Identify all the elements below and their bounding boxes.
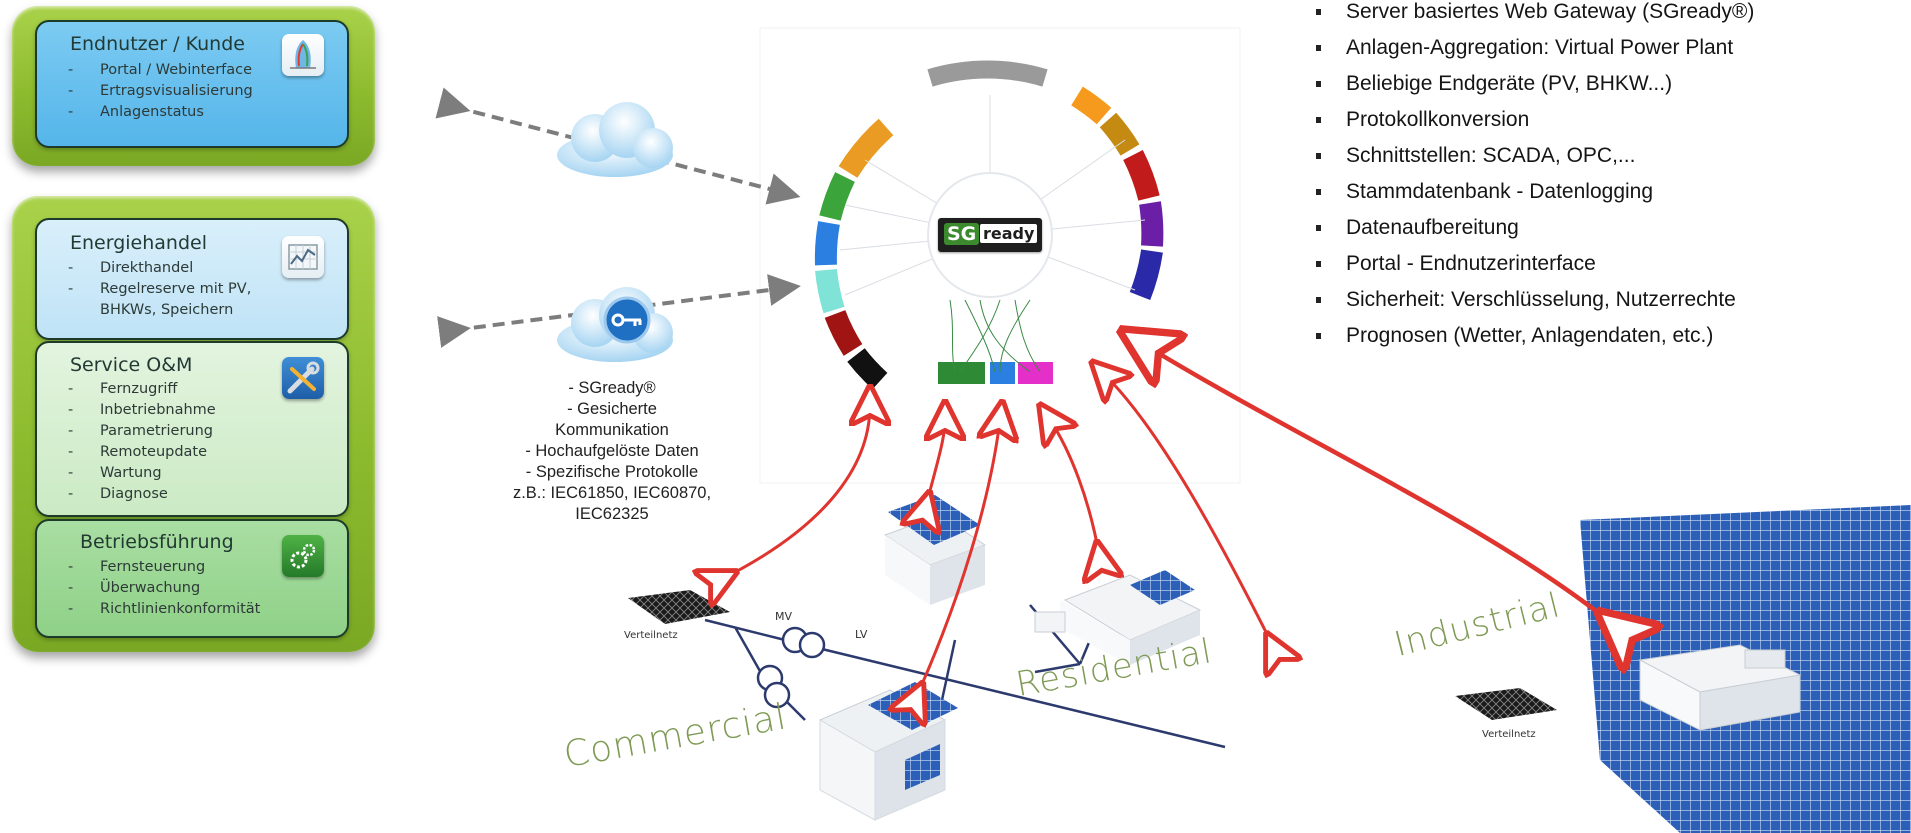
industrial-plant-icon (1580, 505, 1911, 833)
energiehandel-panel: Energiehandel Direkthandel Regelreserve … (35, 218, 349, 340)
verteilnetz-right-icon (1455, 688, 1557, 720)
betrieb-title: Betriebsführung (80, 531, 234, 553)
gears-icon (282, 535, 324, 577)
betrieb-panel: Betriebsführung Fernsteuerung Überwachun… (35, 519, 349, 638)
comm-line: - Gesicherte (567, 400, 657, 418)
communication-features: - SGready® - Gesicherte Kommunikation - … (512, 378, 712, 525)
dashed-arrow-bottom (437, 274, 801, 348)
list-item: Ertragsvisualisierung (62, 81, 253, 102)
comm-line: Kommunikation (555, 421, 669, 439)
feature-item: Protokollkonversion (1312, 102, 1754, 138)
cloud-icon (557, 102, 673, 177)
service-list: Fernzugriff Inbetriebnahme Parametrierun… (62, 379, 216, 505)
service-title: Service O&M (70, 354, 193, 376)
transformer-mv-lv (781, 626, 826, 659)
feature-item: Schnittstellen: SCADA, OPC,... (1312, 138, 1754, 174)
feature-item: Portal - Endnutzerinterface (1312, 246, 1754, 282)
verteilnetz-right-label: Verteilnetz (1482, 729, 1536, 740)
list-item: Parametrierung (62, 421, 216, 442)
comm-line: - Hochaufgelöste Daten (525, 442, 699, 460)
endnutzer-panel: Endnutzer / Kunde Portal / Webinterface … (35, 20, 349, 148)
list-item: Regelreserve mit PV, BHKWs, Speichern (62, 279, 292, 321)
comm-line: - Spezifische Protokolle (525, 463, 699, 481)
feature-item: Server basiertes Web Gateway (SGready®) (1312, 0, 1754, 30)
verteilnetz-left-label: Verteilnetz (624, 630, 678, 641)
lv-label: LV (855, 628, 868, 641)
feature-item: Datenaufbereitung (1312, 210, 1754, 246)
sgready-logo: SG ready (938, 218, 1042, 252)
list-item: Wartung (62, 463, 216, 484)
feature-item: Sicherheit: Verschlüsselung, Nutzerrecht… (1312, 282, 1754, 318)
comm-line: - SGready® (568, 379, 656, 397)
list-item: Diagnose (62, 484, 216, 505)
energiehandel-title: Energiehandel (70, 232, 207, 254)
feature-item: Prognosen (Wetter, Anlagendaten, etc.) (1312, 318, 1754, 354)
list-item: Fernsteuerung (62, 557, 260, 578)
endnutzer-list: Portal / Webinterface Ertragsvisualisier… (62, 60, 253, 123)
feature-item: Stammdatenbank - Datenlogging (1312, 174, 1754, 210)
list-item: Direkthandel (62, 258, 292, 279)
secure-cloud-icon (557, 287, 673, 362)
mv-label: MV (775, 610, 793, 623)
feature-item: Beliebige Endgeräte (PV, BHKW...) (1312, 66, 1754, 102)
list-item: Portal / Webinterface (62, 60, 253, 81)
endnutzer-title: Endnutzer / Kunde (70, 33, 245, 55)
betrieb-list: Fernsteuerung Überwachung Richtlinienkon… (62, 557, 260, 620)
comm-line: IEC62325 (575, 505, 649, 523)
logo-brand: SG (944, 223, 980, 245)
transformer-lower (756, 664, 791, 709)
list-item: Überwachung (62, 578, 260, 599)
red-arrows (720, 345, 1620, 700)
commercial-building-icon (818, 682, 958, 821)
bottom-bundle (949, 299, 1041, 373)
list-item: Richtlinienkonformität (62, 599, 260, 620)
feature-item: Anlagen-Aggregation: Virtual Power Plant (1312, 30, 1754, 66)
color-ring (814, 60, 1164, 390)
energiehandel-list: Direkthandel Regelreserve mit PV, BHKWs,… (62, 258, 292, 321)
list-item: Anlagenstatus (62, 102, 253, 123)
comm-line: z.B.: IEC61850, IEC60870, (512, 484, 712, 502)
trading-chart-icon (282, 236, 324, 278)
service-panel: Service O&M Fernzugriff Inbetriebnahme P… (35, 341, 349, 517)
verteilnetz-left-icon (628, 590, 730, 624)
tools-icon (282, 357, 324, 399)
feature-list: Server basiertes Web Gateway (SGready®) … (1312, 0, 1754, 354)
portal-chart-icon (282, 34, 324, 76)
list-item: Remoteupdate (62, 442, 216, 463)
list-item: Inbetriebnahme (62, 400, 216, 421)
list-item: Fernzugriff (62, 379, 216, 400)
logo-word: ready (980, 224, 1038, 243)
